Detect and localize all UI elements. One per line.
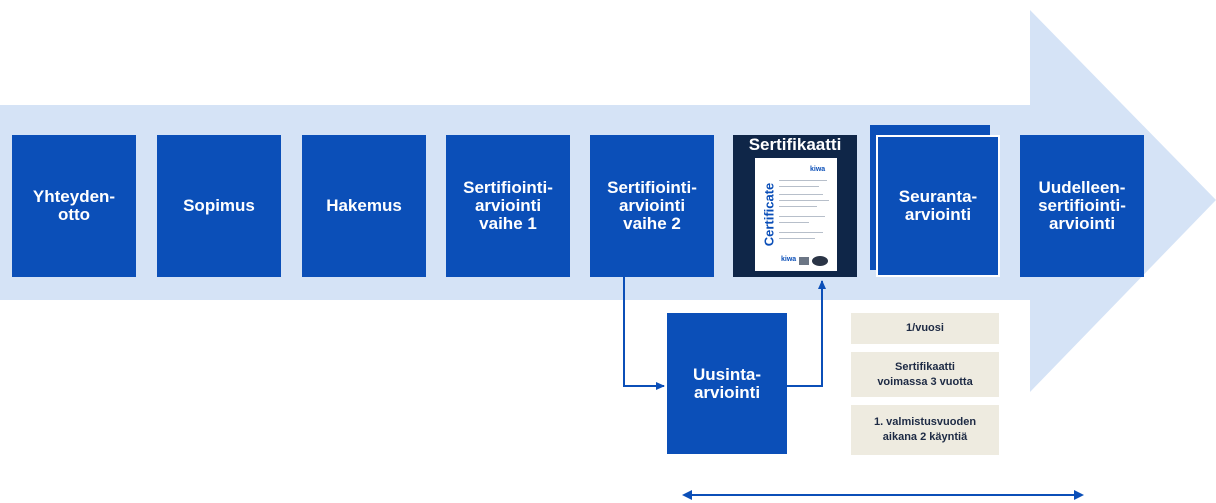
step-sopimus: Sopimus	[157, 135, 281, 277]
step-sertifiointiarviointi-vaihe-2: Sertifiointi- arviointi vaihe 2	[590, 135, 714, 277]
note-first-year-visits: 1. valmistusvuoden aikana 2 käyntiä	[851, 405, 999, 455]
certificate-title: Sertifikaatti	[748, 135, 842, 154]
connector-to-certificate-arrow	[787, 280, 826, 387]
step-seuranta-arviointi: Seuranta- arviointi	[876, 135, 1000, 277]
step-yhteydenotto: Yhteyden- otto	[12, 135, 136, 277]
connector-to-uusinta-arrow	[623, 277, 665, 390]
step-sertifiointiarviointi-vaihe-1: Sertifiointi- arviointi vaihe 1	[446, 135, 570, 277]
note-frequency: 1/vuosi	[851, 313, 999, 344]
accreditation-marks-icon	[799, 256, 828, 266]
period-arrowhead-left	[682, 490, 692, 500]
kiwa-logo-small: kiwa	[781, 256, 797, 263]
step-hakemus: Hakemus	[302, 135, 426, 277]
period-arrowhead-right	[1074, 490, 1084, 500]
step-uudelleensertifiointi-arviointi: Uudelleen- sertifiointi- arviointi	[1020, 135, 1144, 277]
kiwa-logo: kiwa	[810, 166, 826, 173]
certificate-document-image: kiwa Certificate kiwa	[755, 158, 837, 271]
certificate-step: Sertifikaatti kiwa Certificate kiwa	[733, 135, 857, 277]
note-validity: Sertifikaatti voimassa 3 vuotta	[851, 352, 999, 397]
step-uusinta-arviointi: Uusinta- arviointi	[667, 313, 787, 454]
